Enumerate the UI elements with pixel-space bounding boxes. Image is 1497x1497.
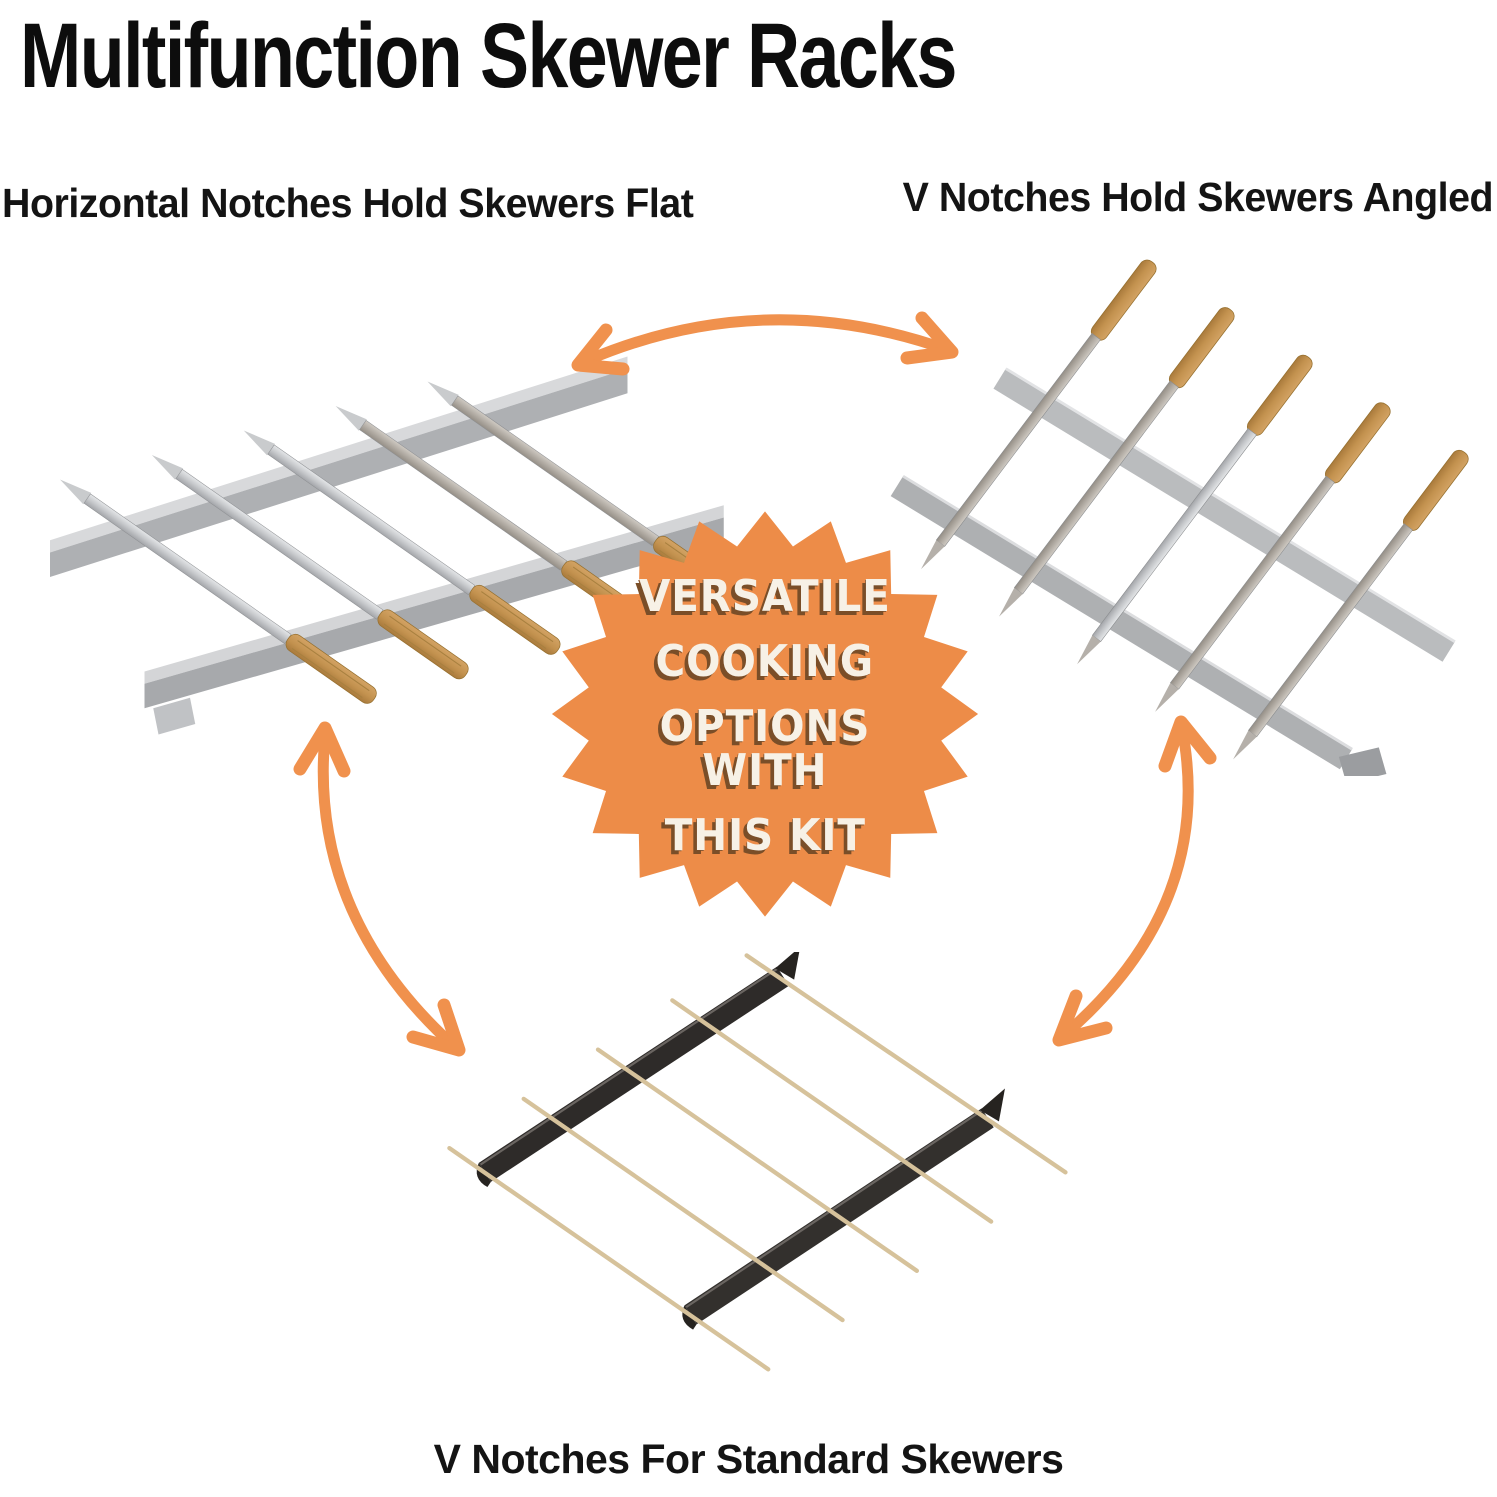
caption-standard-rack: V Notches For Standard Skewers <box>433 1436 1064 1482</box>
versatile-cooking-badge: VERSATILE COOKING OPTIONS WITH THIS KIT <box>542 502 988 926</box>
page-title: Multifunction Skewer Racks <box>20 5 957 107</box>
standard-skewer-rack-photo <box>447 952 1068 1372</box>
angled-skewers <box>921 259 1469 760</box>
badge-text: VERSATILE COOKING OPTIONS WITH THIS KIT <box>580 564 950 868</box>
caption-angled-rack: V Notches Hold Skewers Angled <box>902 174 1494 220</box>
bamboo-skewers <box>447 953 1068 1372</box>
badge-line-3: OPTIONS WITH <box>659 700 871 796</box>
angled-skewer-rack-photo <box>890 259 1469 776</box>
steel-rail-upper <box>993 367 1456 662</box>
black-rail-front <box>682 1088 1005 1330</box>
badge-line-2: COOKING <box>655 635 875 687</box>
black-rail-back <box>476 952 800 1188</box>
flat-skewer-rack-photo <box>50 356 745 735</box>
badge-line-1: VERSATILE <box>639 570 891 622</box>
starburst-badge-icon <box>551 511 979 917</box>
caption-flat-rack: Horizontal Notches Hold Skewers Flat <box>2 180 694 226</box>
flat-skewers <box>59 381 745 704</box>
badge-line-4: THIS KIT <box>664 809 866 861</box>
curved-double-arrow-vertical-left-icon <box>293 721 466 1057</box>
